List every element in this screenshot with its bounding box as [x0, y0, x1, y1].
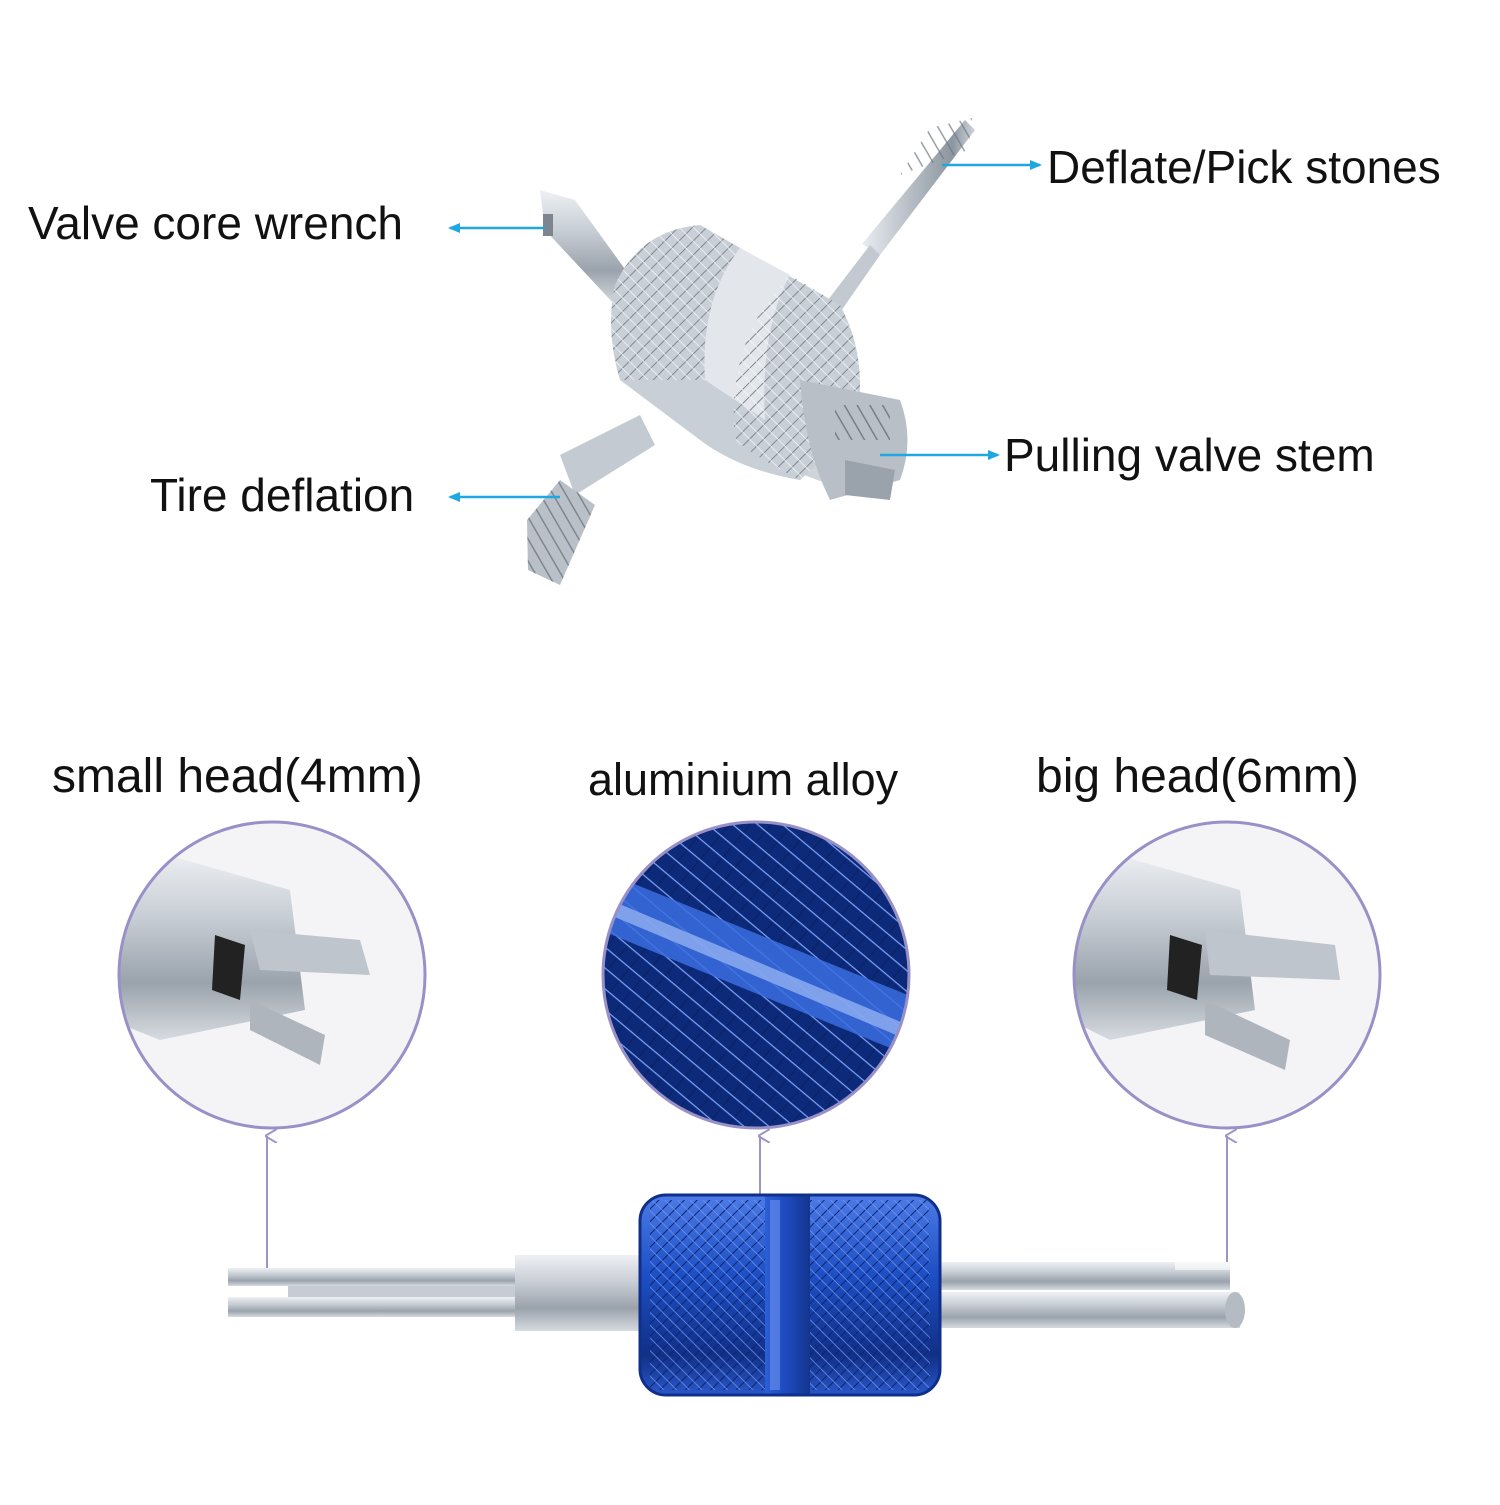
zoom-circle-aluminium-alloy — [601, 820, 911, 1130]
small-head-shaft — [228, 1255, 645, 1331]
zoom-circle-small-head — [117, 820, 427, 1130]
label-tire-deflation: Tire deflation — [150, 469, 415, 521]
label-deflate-pick-stones: Deflate/Pick stones — [1047, 141, 1441, 193]
top-arrows — [448, 160, 1042, 502]
knurled-body — [611, 225, 908, 500]
four-way-valve-tool — [527, 118, 975, 585]
zoom-circle-big-head — [1072, 820, 1382, 1130]
label-small-head: small head(4mm) — [52, 750, 423, 803]
label-pulling-valve-stem: Pulling valve stem — [1004, 429, 1375, 481]
label-valve-core-wrench: Valve core wrench — [28, 197, 403, 249]
big-head-shaft — [930, 1262, 1245, 1328]
dual-head-valve-core-remover — [228, 1193, 1245, 1397]
blue-knurled-handle — [638, 1193, 942, 1397]
label-big-head: big head(6mm) — [1036, 750, 1359, 803]
label-aluminium-alloy: aluminium alloy — [588, 754, 899, 805]
